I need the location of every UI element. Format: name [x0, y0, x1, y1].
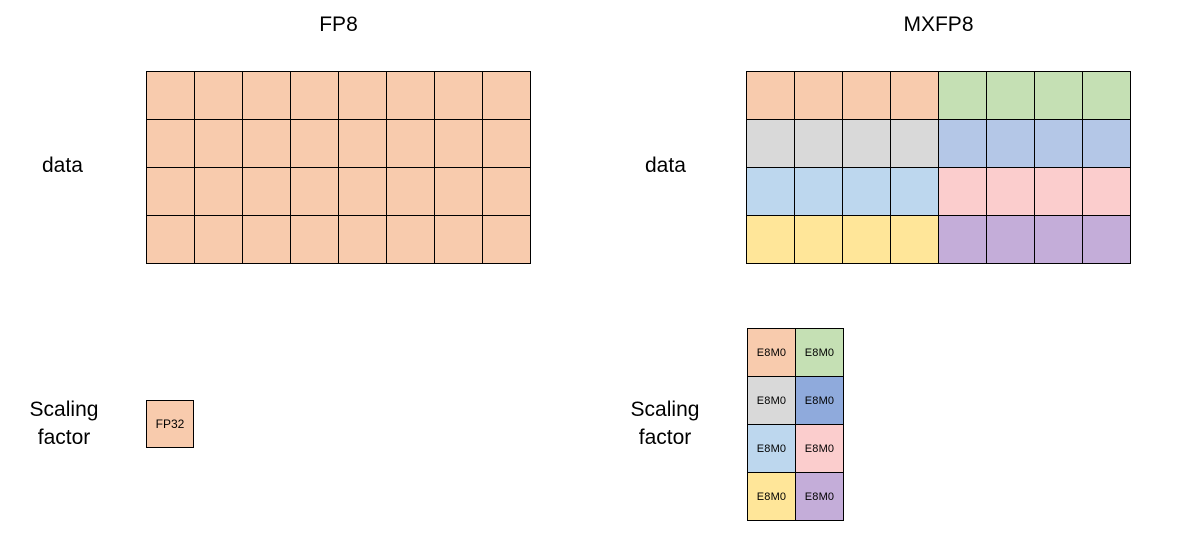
- mxfp8-scaling-label-line1: Scaling: [630, 398, 700, 421]
- mxfp8-data-label: data: [645, 154, 686, 177]
- data-cell: [195, 168, 242, 215]
- data-cell: [291, 168, 338, 215]
- data-cell: [795, 216, 842, 263]
- data-cell: [939, 216, 986, 263]
- data-cell: [243, 72, 290, 119]
- mxfp8-title: MXFP8: [903, 13, 974, 36]
- data-cell: [795, 168, 842, 215]
- fp8-scaling-label-line1: Scaling: [29, 398, 99, 421]
- fp8-scaling-factor-label: Scaling factor: [16, 396, 112, 452]
- scale-cell: E8M0: [748, 329, 795, 376]
- data-cell: [1035, 120, 1082, 167]
- data-cell: [195, 120, 242, 167]
- scale-cell: E8M0: [748, 425, 795, 472]
- data-cell: [939, 72, 986, 119]
- data-cell: [747, 216, 794, 263]
- data-cell: [795, 72, 842, 119]
- data-cell: [1083, 120, 1130, 167]
- data-cell: [1035, 216, 1082, 263]
- data-cell: [147, 72, 194, 119]
- data-cell: [1035, 168, 1082, 215]
- data-cell: [387, 168, 434, 215]
- data-cell: [843, 216, 890, 263]
- data-cell: [195, 216, 242, 263]
- mxfp8-data-grid: [746, 71, 1131, 264]
- data-cell: [339, 72, 386, 119]
- data-cell: [891, 216, 938, 263]
- data-cell: [483, 72, 530, 119]
- data-cell: [843, 72, 890, 119]
- fp8-title: FP8: [319, 13, 358, 36]
- data-cell: [291, 216, 338, 263]
- fp32-scale-cell: FP32: [146, 400, 194, 448]
- data-cell: [483, 216, 530, 263]
- data-cell: [243, 216, 290, 263]
- data-cell: [939, 168, 986, 215]
- fp8-data-grid: [146, 71, 531, 264]
- data-cell: [747, 120, 794, 167]
- data-cell: [939, 120, 986, 167]
- data-cell: [843, 120, 890, 167]
- data-cell: [435, 168, 482, 215]
- data-cell: [987, 120, 1034, 167]
- data-cell: [387, 120, 434, 167]
- data-cell: [1083, 216, 1130, 263]
- data-cell: [843, 168, 890, 215]
- data-cell: [387, 72, 434, 119]
- data-cell: [387, 216, 434, 263]
- data-cell: [147, 120, 194, 167]
- data-cell: [195, 72, 242, 119]
- data-cell: [1083, 168, 1130, 215]
- fp8-scaling-label-line2: factor: [37, 426, 91, 449]
- data-cell: [987, 72, 1034, 119]
- data-cell: [747, 168, 794, 215]
- scale-cell: E8M0: [748, 473, 795, 520]
- data-cell: [147, 168, 194, 215]
- scale-cell: E8M0: [748, 377, 795, 424]
- scale-cell: E8M0: [796, 425, 843, 472]
- data-cell: [339, 168, 386, 215]
- data-cell: [747, 72, 794, 119]
- data-cell: [435, 72, 482, 119]
- scale-cell: E8M0: [796, 329, 843, 376]
- data-cell: [891, 72, 938, 119]
- scale-cell: E8M0: [796, 377, 843, 424]
- data-cell: [147, 216, 194, 263]
- data-cell: [291, 72, 338, 119]
- mxfp8-scaling-label-line2: factor: [638, 426, 692, 449]
- data-cell: [1035, 72, 1082, 119]
- fp8-data-label: data: [42, 154, 83, 177]
- scale-cell: E8M0: [796, 473, 843, 520]
- data-cell: [891, 120, 938, 167]
- data-cell: [435, 120, 482, 167]
- data-cell: [435, 216, 482, 263]
- data-cell: [339, 120, 386, 167]
- data-cell: [987, 168, 1034, 215]
- data-cell: [291, 120, 338, 167]
- data-cell: [243, 168, 290, 215]
- data-cell: [243, 120, 290, 167]
- data-cell: [483, 120, 530, 167]
- data-cell: [987, 216, 1034, 263]
- data-cell: [1083, 72, 1130, 119]
- data-cell: [483, 168, 530, 215]
- mxfp8-scaling-factor-label: Scaling factor: [617, 396, 713, 452]
- data-cell: [795, 120, 842, 167]
- data-cell: [891, 168, 938, 215]
- data-cell: [339, 216, 386, 263]
